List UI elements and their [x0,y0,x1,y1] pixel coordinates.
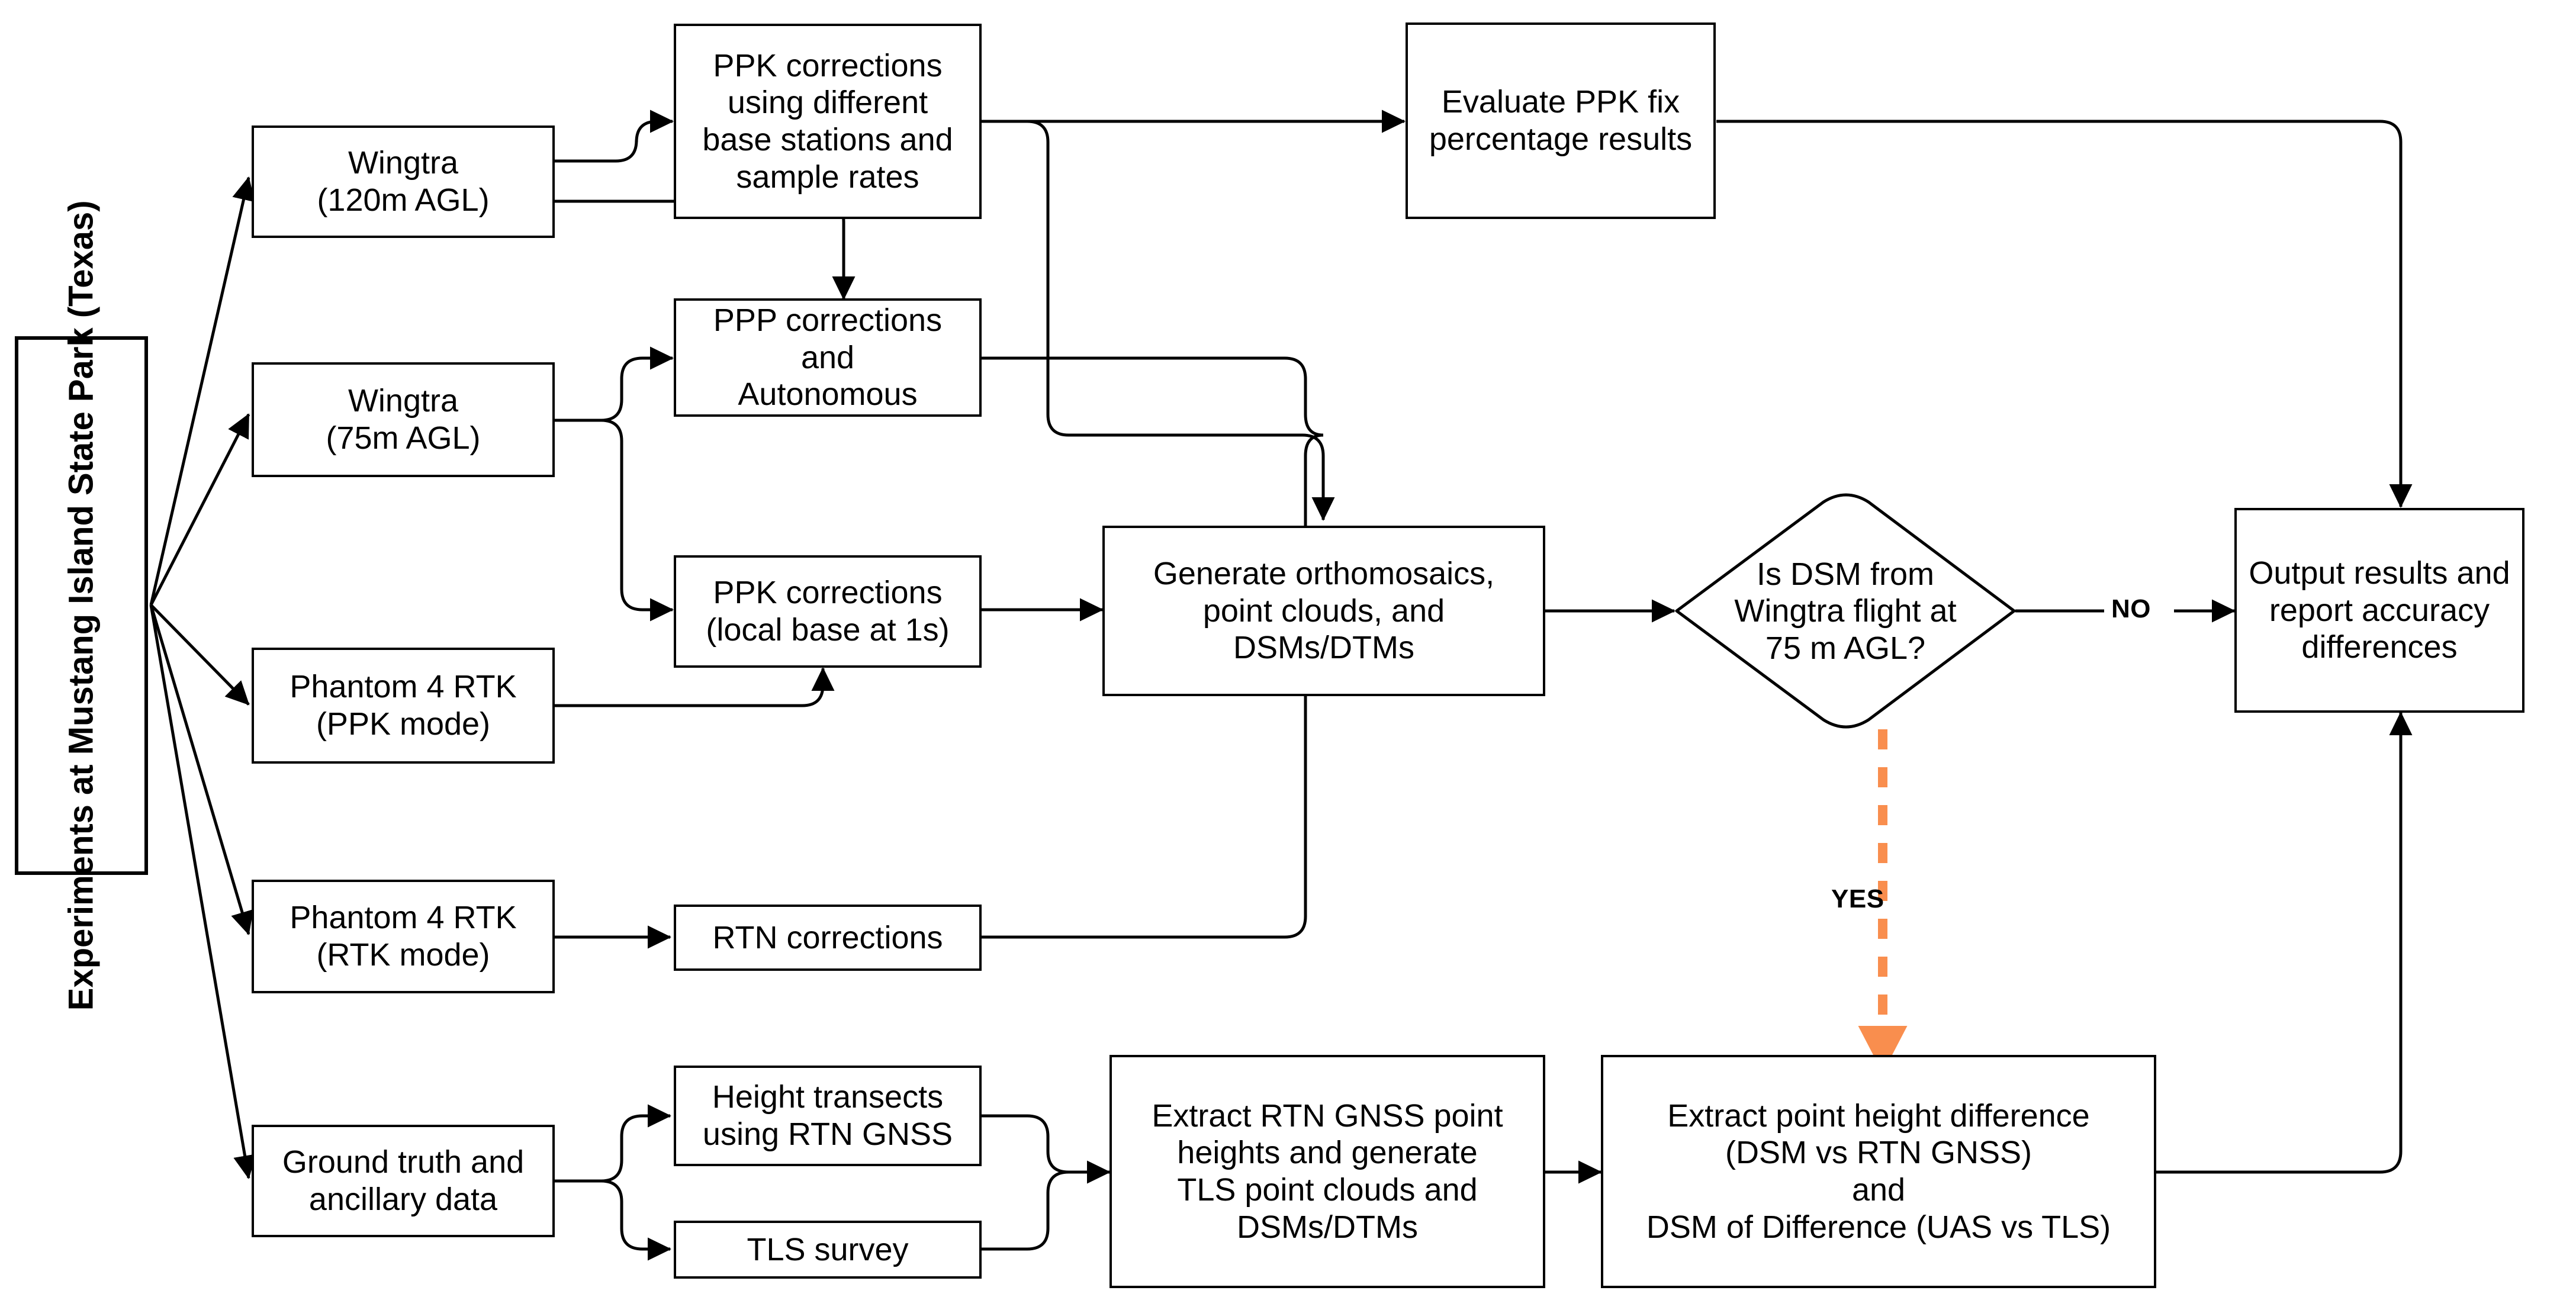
node-extract-height-difference-label: Extract point height difference(DSM vs R… [1646,1098,2111,1245]
edge-label-no: NO [2111,594,2151,624]
node-rtn-corrections[interactable]: RTN corrections [674,905,982,971]
edge-ppk-to-generate [981,120,1335,522]
edge-gt-to-transects [555,1104,672,1183]
node-tls-survey-label: TLS survey [747,1231,909,1267]
edge-heightdiff-to-output [2156,711,2413,1174]
node-phantom4-ppk-mode-label: Phantom 4 RTK(PPK mode) [290,669,517,742]
node-phantom4-ppk-mode[interactable]: Phantom 4 RTK(PPK mode) [252,648,555,764]
node-wingtra-75m[interactable]: Wingtra(75m AGL) [252,362,555,477]
node-ppk-corrections-local-base-label: PPK corrections(local base at 1s) [706,575,950,648]
node-ppk-corrections-local-base[interactable]: PPK corrections(local base at 1s) [674,555,982,668]
edge-ppp-to-generate [981,356,1324,437]
edge-w75-to-ppp [555,346,674,422]
experiment-title-text: Experiments at Mustang Island State Park… [62,200,101,1011]
edge-evaluate-to-output [1716,120,2413,508]
edge-tls-to-extract [981,1170,1069,1251]
node-wingtra-120m-label: Wingtra(120m AGL) [317,145,490,218]
node-tls-survey[interactable]: TLS survey [674,1221,982,1279]
edge-p4ppk-to-ppklocal [555,667,835,707]
node-wingtra-75m-label: Wingtra(75m AGL) [326,383,481,456]
node-extract-height-difference[interactable]: Extract point height difference(DSM vs R… [1601,1055,2156,1288]
experiment-title-box: Experiments at Mustang Island State Park… [15,201,148,1010]
edge-w120-to-ppk [555,110,674,163]
source-fan-edges [149,176,256,1179]
node-rtn-corrections-label: RTN corrections [712,919,943,955]
edge-label-no-text: NO [2111,594,2151,623]
node-wingtra-120m[interactable]: Wingtra(120m AGL) [252,125,555,238]
edge-label-yes-text: YES [1831,884,1884,913]
edge-gt-to-tls [555,1179,672,1261]
decision-diamond-shape [1675,493,2016,729]
node-phantom4-rtk-mode-label: Phantom 4 RTK(RTK mode) [290,900,517,973]
edge-w75-to-ppklocal [555,419,674,622]
edge-rtn-to-generate [981,433,1324,939]
node-phantom4-rtk-mode[interactable]: Phantom 4 RTK(RTK mode) [252,880,555,993]
edge-label-yes: YES [1831,884,1884,914]
edge-transects-to-extract [981,1114,1111,1184]
